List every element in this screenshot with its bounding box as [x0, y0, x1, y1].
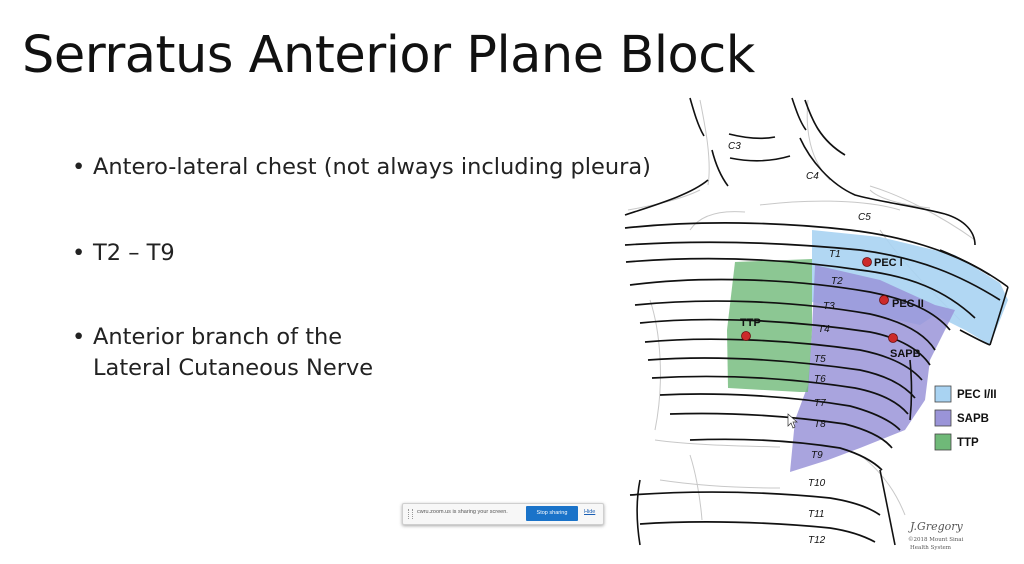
dermatome-lines	[624, 99, 1001, 543]
injection-points: PEC I PEC II TTP SAPB	[740, 257, 924, 360]
label-t3: T3	[823, 301, 835, 312]
hide-link[interactable]: Hide	[584, 509, 596, 515]
copyright-line-1: ©2018 Mount Sinai	[908, 536, 964, 543]
legend-swatch-pec	[934, 385, 952, 403]
bullet-text: T2 – T9	[93, 240, 175, 266]
sapb-point	[888, 333, 898, 343]
bullet-marker: •	[72, 240, 86, 266]
stop-sharing-button[interactable]: Stop sharing	[526, 506, 578, 521]
body-outline	[624, 97, 1009, 546]
drag-handle-icon[interactable]	[408, 509, 413, 519]
legend-swatch-ttp	[934, 433, 952, 451]
label-c3: C3	[728, 141, 741, 152]
ttp-point	[741, 331, 751, 341]
artist-signature: J.Gregory	[908, 520, 964, 533]
share-message: cwru.zoom.us is sharing your screen.	[417, 509, 508, 515]
pec2-point	[879, 295, 889, 305]
copyright-line-2: Health System	[910, 545, 952, 551]
label-t9: T9	[811, 450, 823, 461]
pec1-point	[862, 257, 872, 267]
legend-swatch-sapb	[934, 409, 952, 427]
label-t7: T7	[814, 398, 826, 409]
legend: PEC I/II SAPB TTP	[934, 385, 997, 451]
dermatome-diagram: C3 C4 C5 T1 T2 T3 T4 T5 T6 T7 T8 T9 T10 …	[624, 97, 1009, 551]
screen-share-notification-bar: cwru.zoom.us is sharing your screen. Sto…	[402, 503, 604, 525]
label-c5: C5	[858, 212, 871, 223]
pec1-label: PEC I	[874, 257, 903, 269]
bullet-text: Anterior branch of the	[93, 324, 343, 350]
bullet-marker: •	[72, 154, 86, 180]
label-t6: T6	[814, 374, 826, 385]
label-t5: T5	[814, 354, 826, 365]
sapb-label: SAPB	[890, 348, 921, 360]
slide-title: Serratus Anterior Plane Block	[22, 26, 755, 85]
label-t4: T4	[818, 324, 830, 335]
legend-label-pec: PEC I/II	[957, 389, 997, 401]
legend-label-sapb: SAPB	[957, 413, 989, 425]
label-t8: T8	[814, 419, 826, 430]
bullet-marker: •	[72, 324, 86, 350]
bullet-text-continued: Lateral Cutaneous Nerve	[93, 355, 374, 381]
mouse-cursor-icon	[787, 413, 798, 429]
sapb-region	[790, 265, 955, 472]
ttp-label: TTP	[740, 317, 761, 329]
pec2-label: PEC II	[892, 298, 924, 310]
label-t2: T2	[831, 276, 843, 287]
label-t1: T1	[829, 249, 841, 260]
legend-label-ttp: TTP	[957, 437, 979, 449]
label-c4: C4	[806, 171, 819, 182]
dermatome-labels: C3 C4 C5 T1 T2 T3 T4 T5 T6 T7 T8 T9 T10 …	[728, 141, 871, 546]
label-t12: T12	[808, 535, 826, 546]
label-t10: T10	[808, 478, 826, 489]
bullet-text: Antero-lateral chest (not always includi…	[93, 154, 651, 180]
label-t11: T11	[808, 509, 825, 520]
